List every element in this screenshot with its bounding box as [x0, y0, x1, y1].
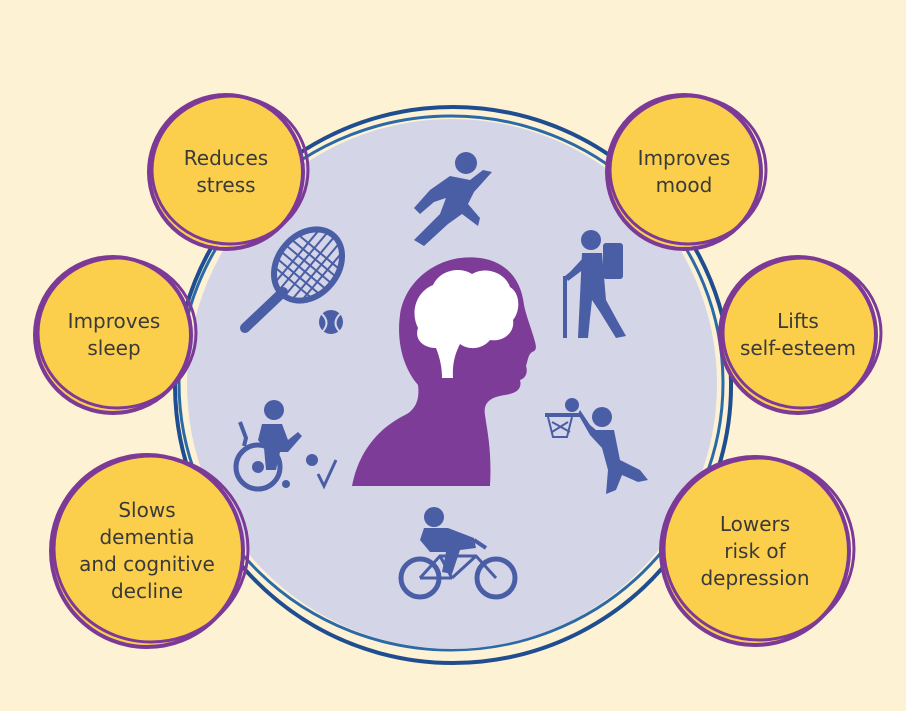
brain-shape — [414, 269, 519, 378]
hiker-icon — [563, 230, 626, 338]
bubble-lowers-risk-of-depression — [659, 455, 856, 647]
bubble-reduces-stress — [147, 93, 310, 251]
cyclist-icon — [398, 507, 518, 600]
tennis-racket-icon — [240, 226, 346, 334]
basketball-player-icon — [545, 398, 648, 494]
bubble-improves-sleep — [33, 255, 198, 415]
central-circle-ring-secondary — [177, 114, 725, 652]
bubble-slows-dementia — [49, 453, 250, 649]
bubble-improves-mood — [605, 93, 768, 251]
head-with-brain-icon — [352, 257, 536, 486]
bubble-lifts-self-esteem — [718, 255, 883, 415]
wheelchair-athlete-icon — [233, 400, 338, 492]
runner-icon — [414, 152, 492, 246]
